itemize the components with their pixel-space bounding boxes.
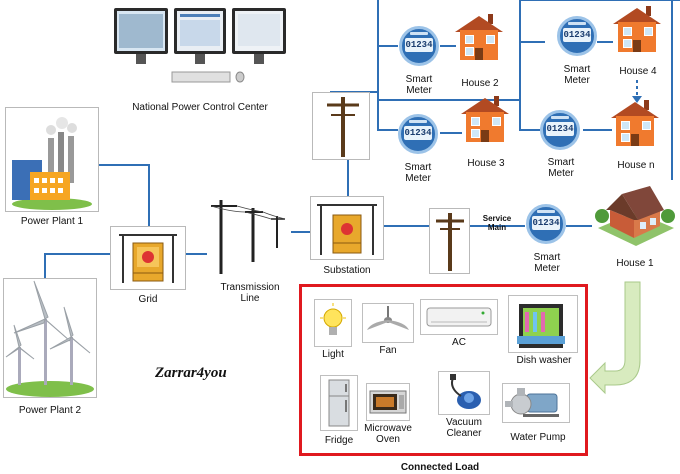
- ac-box: [420, 299, 498, 335]
- light-label: Light: [322, 349, 344, 360]
- vacuum-box: [438, 371, 490, 415]
- transmission-tower-icon: [210, 200, 286, 274]
- distribution-pole-box: [312, 92, 370, 160]
- fan-icon: [367, 306, 409, 330]
- dishwasher-icon: [517, 304, 565, 348]
- grid-label: Grid: [138, 294, 158, 305]
- connected-load-frame: Light Fan AC: [299, 284, 588, 456]
- house-1-box: [592, 180, 678, 254]
- wind-turbine-icon: [5, 280, 94, 397]
- light-bulb-icon: [320, 303, 346, 335]
- substation-label: Substation: [323, 265, 371, 276]
- fridge-icon: [328, 379, 350, 427]
- fridge-label: Fridge: [324, 435, 354, 446]
- connected-load-title: Connected Load: [400, 462, 480, 473]
- smart-meter-label: Smart Meter: [563, 64, 591, 86]
- fan-box: [362, 303, 414, 343]
- utility-pole-icon: [436, 213, 464, 271]
- microwave-label: Microwave Oven: [364, 423, 412, 445]
- house-1-label: House 1: [616, 258, 654, 269]
- house-n-icon: [611, 100, 660, 148]
- house-3-label: House 3: [467, 158, 505, 169]
- house-1-icon: [595, 186, 675, 246]
- meter-display: 01234: [563, 28, 591, 42]
- house-2-icon: [455, 14, 504, 62]
- house-4-icon: [613, 6, 662, 54]
- power-plant-2-label: Power Plant 2: [18, 405, 82, 416]
- power-plant-1-box: [5, 107, 99, 212]
- smart-meter-house2: 01234: [399, 26, 439, 66]
- microwave-icon: [369, 390, 407, 414]
- dishwasher-box: [508, 295, 578, 353]
- fan-label: Fan: [379, 345, 397, 356]
- dishwasher-label: Dish washer: [516, 355, 572, 366]
- substation-box: [310, 196, 384, 260]
- fridge-box: [320, 375, 358, 431]
- service-main-label: Service Main: [482, 214, 512, 232]
- microwave-box: [366, 383, 410, 421]
- meter-display: 01234: [405, 38, 433, 52]
- transmission-line-label: Transmission Line: [220, 282, 280, 304]
- vacuum-cleaner-icon: [450, 374, 481, 409]
- house-4-label: House 4: [619, 66, 657, 77]
- vacuum-label: Vacuum Cleaner: [446, 417, 482, 439]
- grid-transformer-icon: [119, 234, 177, 283]
- smart-meter-label: Smart Meter: [547, 157, 575, 179]
- house-3-icon: [461, 96, 510, 144]
- power-plant-1-label: Power Plant 1: [20, 216, 84, 227]
- control-center-box: [108, 0, 292, 98]
- water-pump-icon: [505, 388, 559, 417]
- substation-transformer-icon: [317, 204, 377, 255]
- factory-icon: [12, 117, 92, 210]
- smart-meter-label: Smart Meter: [533, 252, 561, 274]
- smart-meter-house1: 01234: [526, 204, 566, 244]
- smart-meter-label: Smart Meter: [404, 162, 432, 184]
- computer-monitors-icon: [114, 8, 286, 83]
- control-center-label: National Power Control Center: [132, 102, 268, 113]
- meter-display: 01234: [404, 126, 432, 140]
- service-pole-box: [429, 208, 470, 274]
- smart-meter-label: Smart Meter: [405, 74, 433, 96]
- house-2-label: House 2: [461, 78, 499, 89]
- grid-box: [110, 226, 186, 290]
- smart-meter-house4: 01234: [557, 16, 597, 56]
- power-plant-2-box: [3, 278, 97, 398]
- water-pump-label: Water Pump: [510, 432, 566, 443]
- watermark-text: Zarrar4you: [155, 365, 227, 381]
- air-conditioner-icon: [426, 307, 492, 327]
- water-pump-box: [502, 383, 570, 423]
- smart-meter-house3: 01234: [398, 114, 438, 154]
- meter-display: 01234: [546, 122, 574, 136]
- light-box: [314, 299, 352, 347]
- transmission-line-box: [207, 196, 291, 276]
- house-n-label: House n: [617, 160, 655, 171]
- ac-label: AC: [452, 337, 466, 348]
- smart-meter-house-n: 01234: [540, 110, 580, 150]
- meter-display: 01234: [532, 216, 560, 230]
- utility-pole-icon: [327, 97, 359, 157]
